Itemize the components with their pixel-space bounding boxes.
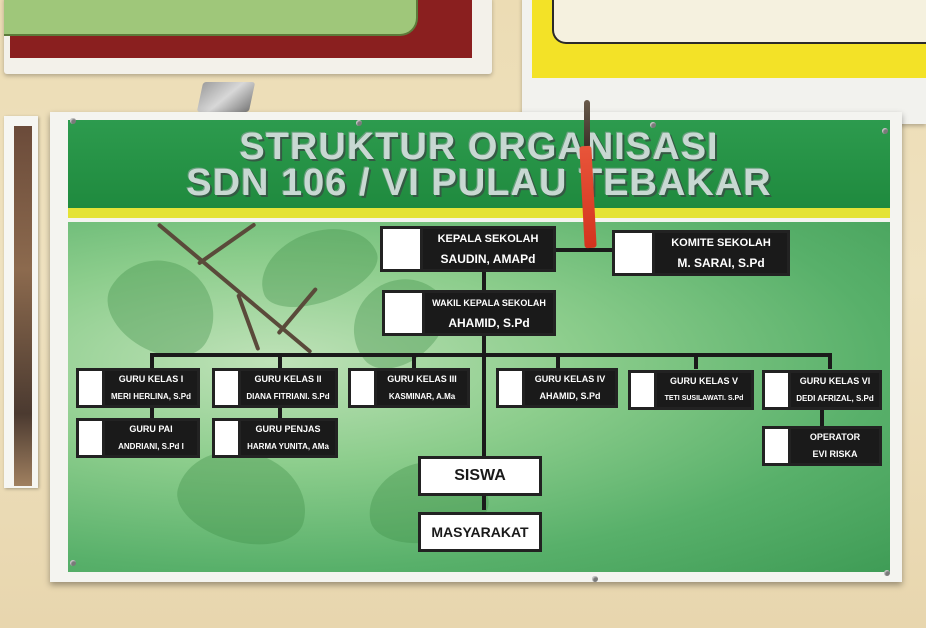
box-title: GURU KELAS III: [377, 371, 467, 388]
box-title: GURU KELAS V: [657, 373, 751, 390]
pin: [884, 570, 890, 576]
box-name: DEDI AFRIZAL, S.Pd: [791, 390, 879, 407]
box-title: KOMITE SEKOLAH: [655, 233, 787, 253]
box-guru-kelas-3: GURU KELAS III KASMINAR, A.Ma: [348, 368, 470, 408]
connector-line: [150, 406, 154, 420]
branch-decoration: [196, 222, 257, 266]
tag-string: [584, 100, 590, 148]
box-name: KASMINAR, A.Ma: [377, 388, 467, 405]
connector-line: [278, 353, 282, 369]
left-paper-stripe: [14, 126, 32, 486]
box-name: DIANA FITRIANI. S.Pd: [241, 388, 335, 405]
box-komite-sekolah: KOMITE SEKOLAH M. SARAI, S.Pd: [612, 230, 790, 276]
pin: [70, 560, 76, 566]
box-title: KEPALA SEKOLAH: [423, 229, 553, 249]
pin: [592, 576, 598, 582]
box-name: AHAMID, S.Pd: [425, 313, 553, 333]
banner-yellow-stripe: [68, 208, 890, 218]
box-name: EVI RISKA: [791, 446, 879, 463]
pin: [70, 118, 76, 124]
box-title: GURU KELAS I: [105, 371, 197, 388]
connector-line: [556, 353, 560, 369]
box-title: WAKIL KEPALA SEKOLAH: [425, 293, 553, 313]
box-title: GURU PAI: [105, 421, 197, 438]
box-siswa: SISWA: [418, 456, 542, 496]
left-paper: [4, 116, 38, 488]
box-title: GURU PENJAS: [241, 421, 335, 438]
box-wakil-kepala-sekolah: WAKIL KEPALA SEKOLAH AHAMID, S.Pd: [382, 290, 556, 336]
box-title: GURU KELAS VI: [791, 373, 879, 390]
box-name: TETI SUSILAWATI. S.Pd: [657, 390, 751, 407]
connector-line: [828, 353, 832, 369]
poster-green-panel: [4, 0, 418, 36]
box-masyarakat: MASYARAKAT: [418, 512, 542, 552]
box-title: GURU KELAS IV: [525, 371, 615, 388]
connector-line: [278, 406, 282, 420]
connector-line: [820, 408, 824, 428]
connector-line: [482, 250, 486, 510]
hanging-object: [196, 82, 256, 112]
box-guru-kelas-6: GURU KELAS VI DEDI AFRIZAL, S.Pd: [762, 370, 882, 410]
box-guru-kelas-5: GURU KELAS V TETI SUSILAWATI. S.Pd: [628, 370, 754, 410]
box-title: GURU KELAS II: [241, 371, 335, 388]
pin: [650, 122, 656, 128]
box-kepala-sekolah: KEPALA SEKOLAH SAUDIN, AMAPd: [380, 226, 556, 272]
box-guru-kelas-1: GURU KELAS I MERI HERLINA, S.Pd: [76, 368, 200, 408]
box-guru-kelas-4: GURU KELAS IV AHAMID, S.Pd: [496, 368, 618, 408]
box-guru-pai: GURU PAI ANDRIANI, S.Pd I: [76, 418, 200, 458]
top-left-poster: [4, 0, 492, 74]
box-operator: OPERATOR EVI RISKA: [762, 426, 882, 466]
connector-line: [412, 353, 416, 369]
banner-title-line2: SDN 106 / VI PULAU TEBAKAR: [186, 162, 772, 204]
top-right-poster: [522, 0, 926, 124]
box-title: OPERATOR: [791, 429, 879, 446]
box-guru-kelas-2: GURU KELAS II DIANA FITRIANI. S.Pd: [212, 368, 338, 408]
box-guru-penjas: GURU PENJAS HARMA YUNITA, AMa: [212, 418, 338, 458]
poster-white-panel: [552, 0, 926, 44]
connector-line: [150, 353, 832, 357]
connector-line: [556, 248, 614, 252]
pin: [356, 120, 362, 126]
pin: [882, 128, 888, 134]
box-name: ANDRIANI, S.Pd I: [105, 438, 197, 455]
box-name: M. SARAI, S.Pd: [655, 253, 787, 273]
banner-title-line1: STRUKTUR ORGANISASI: [239, 126, 719, 168]
box-name: MERI HERLINA, S.Pd: [105, 388, 197, 405]
box-name: SAUDIN, AMAPd: [423, 249, 553, 269]
box-name: AHAMID, S.Pd: [525, 388, 615, 405]
connector-line: [150, 353, 154, 369]
connector-line: [694, 353, 698, 369]
box-name: HARMA YUNITA, AMa: [241, 438, 335, 455]
banner-header: STRUKTUR ORGANISASI SDN 106 / VI PULAU T…: [68, 120, 890, 208]
